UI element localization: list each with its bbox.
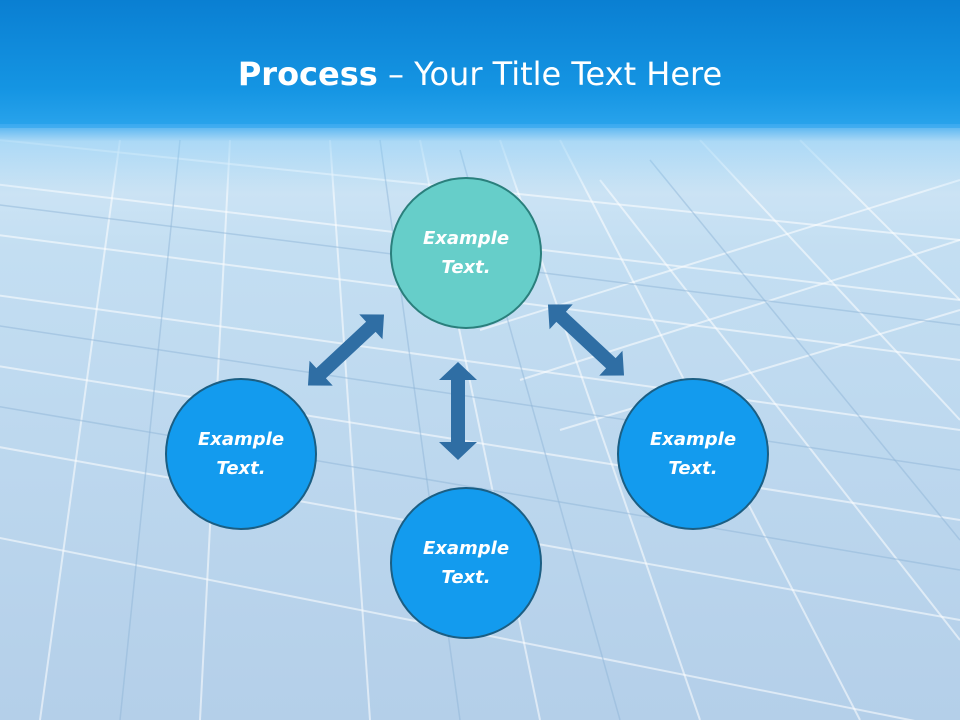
- process-node-left: Example Text.: [165, 378, 317, 530]
- slide-title: Process – Your Title Text Here: [0, 52, 960, 96]
- process-node-top: Example Text.: [390, 177, 542, 329]
- node-label: Example Text.: [649, 429, 737, 479]
- node-label: Example Text.: [422, 228, 510, 278]
- title-bar: [0, 0, 960, 128]
- process-node-right: Example Text.: [617, 378, 769, 530]
- title-bold-part: Process: [237, 55, 378, 93]
- title-rest-part: – Your Title Text Here: [377, 55, 723, 93]
- node-label: Example Text.: [197, 429, 285, 479]
- node-label: Example Text.: [422, 538, 510, 588]
- process-node-bottom: Example Text.: [390, 487, 542, 639]
